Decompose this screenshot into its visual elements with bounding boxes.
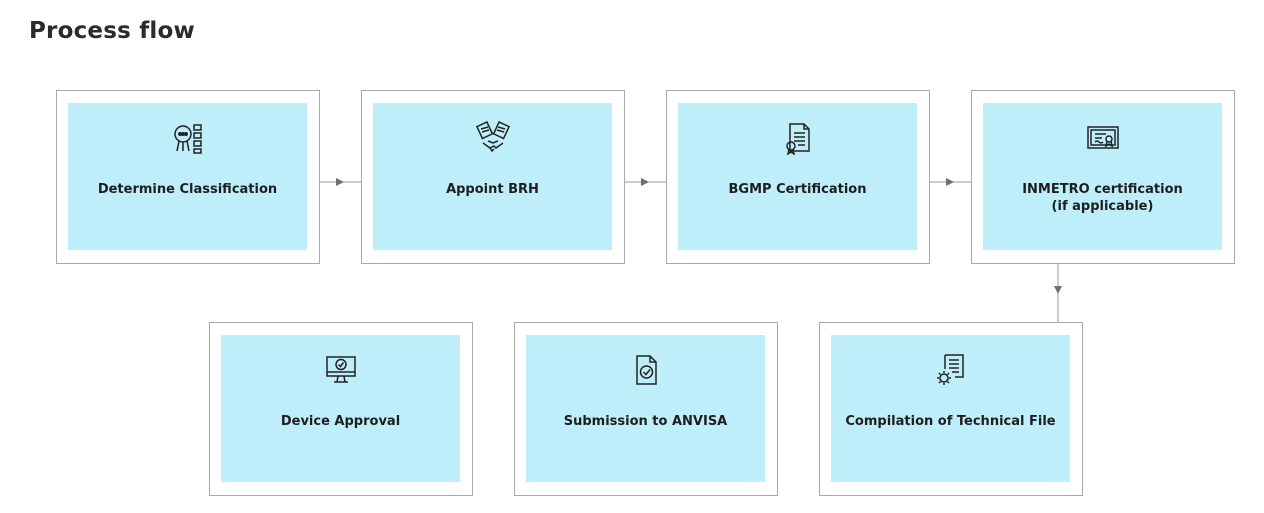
arrow-3-4 [946,178,954,186]
step-submission-anvisa: Submission to ANVISA [514,322,778,496]
classification-search-icon [173,124,202,154]
step-compilation-technical-file: Compilation of Technical File [819,322,1083,496]
step-label: Appoint BRH [446,182,539,197]
monitor-check-icon [325,356,356,383]
step-inmetro-certification: INMETRO certification (if applicable) [971,90,1235,264]
step-appoint-brh: Appoint BRH [361,90,625,264]
step-label: Device Approval [280,414,401,429]
step-label: INMETRO certification (if applicable) [1022,182,1183,214]
document-check-icon [635,355,657,385]
step-bgmp-certification: BGMP Certification [666,90,930,264]
step-label: Submission to ANVISA [563,414,728,429]
arrow-4-5 [1054,286,1062,294]
arrow-1-2 [336,178,344,186]
page-title: Process flow [29,18,195,44]
framed-certificate-icon [1086,126,1119,149]
step-label: Compilation of Technical File [845,414,1056,429]
step-label: BGMP Certification [728,182,867,197]
step-device-approval: Device Approval [209,322,473,496]
arrow-2-3 [641,178,649,186]
certificate-document-icon [785,123,810,155]
step-determine-classification: Determine Classification [56,90,320,264]
technical-file-gear-icon [936,354,964,385]
step-label: Determine Classification [97,182,278,197]
handshake-agreement-icon [475,121,510,153]
